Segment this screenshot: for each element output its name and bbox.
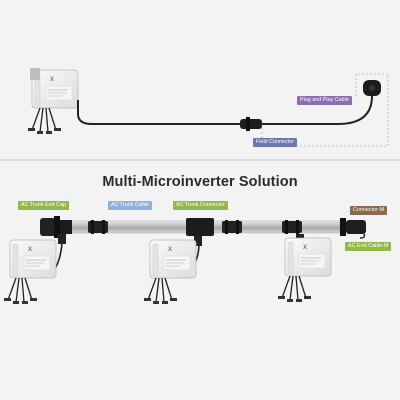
microinverter-icon-3 <box>277 237 332 303</box>
field-connector-icon <box>240 117 262 131</box>
output-cable <box>77 100 240 125</box>
ac-end-cable-m-label: AC End Cable-M <box>345 242 392 251</box>
connector-m-icon <box>340 218 366 236</box>
microinverter-icon-2 <box>143 239 197 305</box>
trunk-connector-icon <box>186 218 214 246</box>
ac-trunk-end-cap-label: AC Trunk End Cap <box>18 201 69 210</box>
page-title: Multi-Microinverter Solution <box>102 174 298 190</box>
plug-icon <box>363 80 381 96</box>
end-cap-icon <box>40 216 72 238</box>
microinverter-icon-1 <box>3 239 57 305</box>
top-pigtails <box>27 107 62 135</box>
top-inverter-icon <box>30 68 79 109</box>
ac-trunk-cable-label: AC Trunk Cable <box>108 201 153 210</box>
plug-cable <box>262 86 373 125</box>
field-connector-label: Field Connector <box>253 138 298 147</box>
ac-trunk-connector-label: AC Trunk Connector <box>173 201 228 210</box>
plug-and-play-cable-label: Plug and Play Cable <box>297 96 352 105</box>
connector-m-label: Connector-M <box>350 206 388 215</box>
